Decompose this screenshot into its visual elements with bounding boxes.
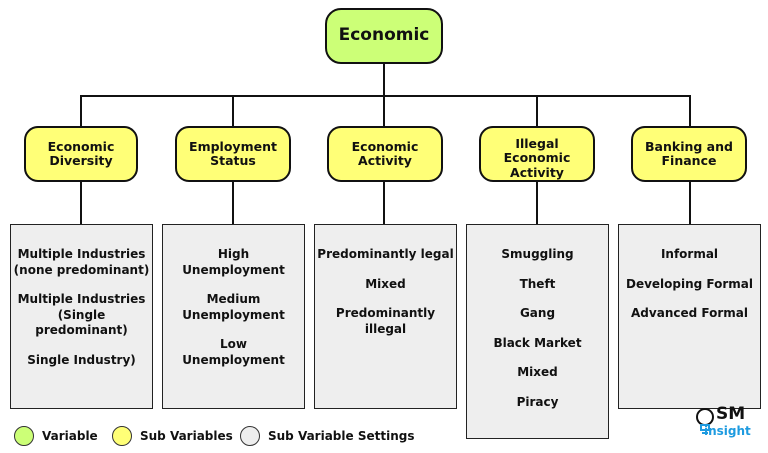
legend-sub-variable-settings: Sub Variable Settings	[240, 424, 414, 448]
logo-text-sm: SM	[716, 404, 746, 424]
connector-settings-4	[536, 182, 538, 224]
settings-box-economic-activity: Predominantly legal Mixed Predominantly …	[314, 224, 457, 409]
setting-item: Developing Formal	[625, 276, 754, 291]
sub-variable-label: Illegal Economic Activity	[503, 136, 571, 180]
settings-box-employment-status: High Unemployment Medium Unemployment Lo…	[162, 224, 305, 409]
sub-variable-label: Economic Diversity	[47, 138, 115, 168]
legend-label: Sub Variable Settings	[268, 429, 415, 443]
setting-item: Multiple Industries (Single predominant)	[17, 292, 146, 338]
sub-variable-economic-activity: Economic Activity	[327, 126, 443, 182]
connector-drop-4	[536, 95, 538, 126]
legend-label: Variable	[42, 429, 98, 443]
setting-item: Smuggling	[501, 247, 574, 261]
settings-box-economic-diversity: Multiple Industries (none predominant) M…	[10, 224, 153, 409]
connector-settings-2	[232, 182, 234, 224]
connector-drop-2	[232, 95, 234, 126]
settings-box-banking-and-finance: Informal Developing Formal Advanced Form…	[618, 224, 761, 409]
setting-item: Mixed	[517, 365, 558, 380]
legend-sub-variables: Sub Variables	[112, 424, 233, 448]
variable-label: Economic	[338, 25, 430, 46]
setting-item: Multiple Industries (none predominant)	[13, 247, 150, 277]
connector-drop-3	[383, 95, 385, 126]
sub-variable-banking-and-finance: Banking and Finance	[631, 126, 747, 182]
legend-variable: Variable	[14, 424, 98, 448]
setting-item: Mixed	[365, 276, 406, 291]
logo-text-insight: insight	[704, 424, 751, 438]
legend-swatch-sub-variables	[112, 426, 132, 446]
setting-item: Gang	[519, 306, 556, 321]
setting-item: Informal	[660, 247, 719, 261]
setting-item: Black Market	[493, 335, 582, 350]
connector-drop-1	[80, 95, 82, 126]
setting-item: Advanced Formal	[631, 306, 748, 321]
variable-node-economic: Economic	[325, 8, 443, 64]
sub-variable-illegal-economic-activity: Illegal Economic Activity	[479, 126, 595, 182]
sub-variable-economic-diversity: Economic Diversity	[24, 126, 138, 182]
setting-item: Theft	[519, 276, 556, 291]
setting-item: Predominantly legal	[317, 247, 454, 261]
connector-root-down	[383, 64, 385, 96]
sm-insight-logo: SM insight	[694, 404, 760, 444]
lightbulb-icon	[696, 408, 714, 434]
connector-settings-1	[80, 182, 82, 224]
sub-variable-employment-status: Employment Status	[175, 126, 291, 182]
setting-item: Single Industry)	[27, 352, 136, 367]
connector-settings-5	[689, 182, 691, 224]
setting-item: Medium Unemployment	[182, 292, 285, 322]
legend-swatch-settings	[240, 426, 260, 446]
legend-swatch-variable	[14, 426, 34, 446]
connector-settings-3	[383, 182, 385, 224]
setting-item: Low Unemployment	[182, 337, 285, 367]
settings-box-illegal-economic-activity: Smuggling Theft Gang Black Market Mixed …	[466, 224, 609, 439]
setting-item: Piracy	[516, 394, 559, 409]
sub-variable-label: Economic Activity	[351, 138, 419, 168]
sub-variable-label: Banking and Finance	[645, 138, 733, 168]
connector-horizontal	[80, 95, 691, 97]
legend-label: Sub Variables	[140, 429, 233, 443]
setting-item: High Unemployment	[182, 247, 285, 277]
sub-variable-label: Employment Status	[189, 138, 277, 168]
setting-item: Predominantly illegal	[335, 306, 436, 336]
connector-drop-5	[689, 95, 691, 126]
